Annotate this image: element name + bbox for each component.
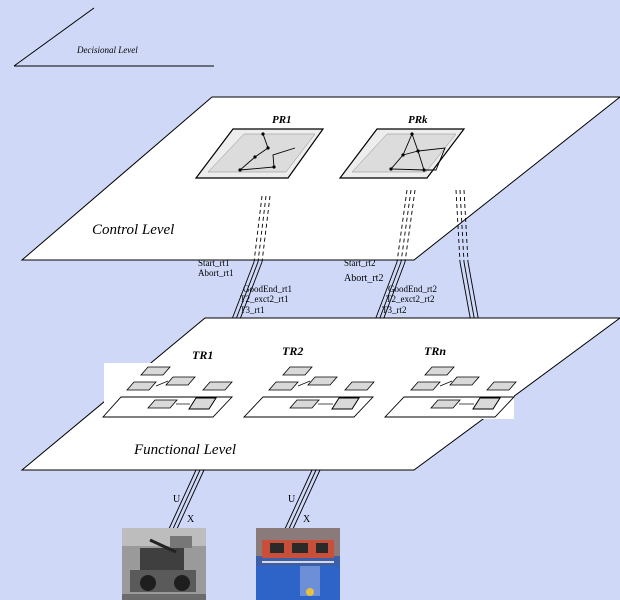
link-x-robot2: X bbox=[303, 514, 311, 525]
signal-t2-exct2-rt1: T2_exct2_rt1 bbox=[240, 294, 289, 304]
link-x-robot1: X bbox=[187, 514, 195, 525]
link-u-robot1: U bbox=[173, 494, 181, 505]
signal-goodend-rt2: GoodEnd_rt2 bbox=[388, 284, 437, 294]
decisional-level: Decisional Level bbox=[14, 8, 214, 66]
signal-start-rt1: Start_rt1 bbox=[198, 258, 230, 268]
control-level-label: Control Level bbox=[92, 222, 174, 238]
functional-level-label: Functional Level bbox=[133, 442, 236, 458]
trn-title: TRn bbox=[424, 344, 446, 358]
signal-start-rt2: Start_rt2 bbox=[344, 258, 376, 268]
tr2-title: TR2 bbox=[282, 344, 303, 358]
signal-abort-rt1: Abort_rt1 bbox=[198, 268, 234, 278]
signals-rt2: Start_rt2 Abort_rt2 GoodEnd_rt2 T2_exct2… bbox=[344, 258, 437, 315]
link-u-robot2: U bbox=[288, 494, 296, 505]
decisional-level-label: Decisional Level bbox=[76, 45, 138, 55]
signal-t2-exct2-rt2: T2_exct2_rt2 bbox=[386, 294, 435, 304]
prk-title: PRk bbox=[408, 114, 428, 126]
robot-photo-2 bbox=[256, 528, 340, 600]
robot-photo-1 bbox=[122, 528, 206, 600]
signal-abort-rt2: Abort_rt2 bbox=[344, 273, 383, 284]
tr1-title: TR1 bbox=[192, 348, 213, 362]
pr1-title: PR1 bbox=[272, 114, 292, 126]
